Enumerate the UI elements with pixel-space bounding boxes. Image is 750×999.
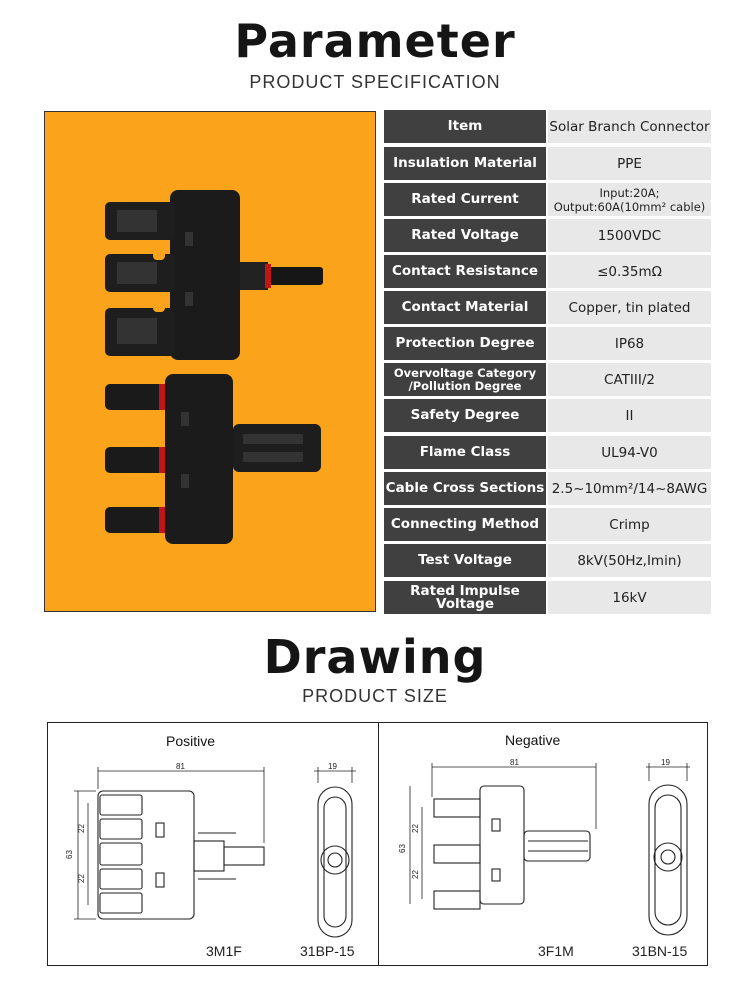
positive-end-dim: 19 [328,762,337,771]
negative-model-left: 3F1M [538,943,574,959]
spec-key: Item [384,110,546,143]
drawing-panel: Positive Negative [47,722,708,966]
spec-row-current: Rated Current Input:20A; Output:60A(10mm… [384,183,711,216]
spec-key: Rated Voltage [384,219,546,252]
spec-row-resistance: Contact Resistance ≤0.35mΩ [384,255,711,288]
spec-row-flame: Flame Class UL94-V0 [384,436,711,469]
connector-illustration [105,190,323,544]
positive-height-dim: 63 [65,850,74,859]
positive-side-drawing [97,790,265,920]
negative-label: Negative [505,732,561,748]
parameter-subtitle: PRODUCT SPECIFICATION [249,72,501,92]
spec-key: Contact Material [384,291,546,324]
drawing-title: Drawing [263,630,487,684]
negative-height-dim: 63 [398,844,407,853]
negative-width-dim: 81 [510,758,519,767]
spec-value: CATIII/2 [548,363,711,396]
positive-pitch-dim-upper: 22 [77,824,86,833]
spec-value: IP68 [548,327,711,360]
spec-key-line: Overvoltage Category [393,365,537,380]
spec-value: 1500VDC [548,219,711,252]
spec-value: Copper, tin plated [548,291,711,324]
spec-row-impulse: Rated Impulse Voltage 16kV [384,581,711,614]
spec-value-line: Input:20A; [599,185,660,200]
spec-value: UL94-V0 [548,436,711,469]
spec-row-cable: Cable Cross Sections 2.5~10mm²/14~8AWG [384,472,711,505]
spec-value: II [548,399,711,432]
positive-label: Positive [166,733,216,749]
negative-pitch-dim-lower: 22 [411,870,420,879]
negative-end-drawing [646,763,690,936]
spec-row-safety: Safety Degree II [384,399,711,432]
spec-row-voltage: Rated Voltage 1500VDC [384,219,711,252]
positive-width-dim: 81 [176,762,185,771]
negative-pitch-dim-upper: 22 [411,824,420,833]
spec-value-line: Output:60A(10mm² cable) [553,199,706,214]
parameter-title: Parameter [234,14,516,68]
spec-key: Overvoltage Category /Pollution Degree [384,363,546,396]
spec-value: ≤0.35mΩ [548,255,711,288]
dimension-drawings: 81 63 22 22 19 81 63 22 22 19 [65,758,690,938]
spec-row-item: Item Solar Branch Connector [384,110,711,143]
negative-model-right: 31BN-15 [632,943,688,959]
spec-value: Solar Branch Connector [548,110,711,143]
negative-dimensions [409,763,597,904]
spec-value: Input:20A; Output:60A(10mm² cable) [548,183,711,216]
spec-row-method: Connecting Method Crimp [384,508,711,541]
lower-connector-image [105,374,321,544]
spec-key: Connecting Method [384,508,546,541]
spec-key: Rated Current [384,183,546,216]
spec-row-protection: Protection Degree IP68 [384,327,711,360]
spec-value: 16kV [548,581,711,614]
upper-connector-image [105,190,323,360]
positive-model-right: 31BP-15 [300,943,355,959]
negative-end-dim: 19 [661,758,670,767]
spec-key: Contact Resistance [384,255,546,288]
spec-value: PPE [548,147,711,180]
spec-key: Insulation Material [384,147,546,180]
spec-key: Rated Impulse Voltage [384,581,546,614]
spec-row-insulation: Insulation Material PPE [384,147,711,180]
positive-dimensions [74,767,265,920]
spec-key: Safety Degree [384,399,546,432]
spec-value: Crimp [548,508,711,541]
spec-value: 2.5~10mm²/14~8AWG [548,472,711,505]
positive-end-drawing [314,767,356,938]
spec-row-test-voltage: Test Voltage 8kV(50Hz,Imin) [384,544,711,577]
product-photo [44,111,376,612]
panel-divider [378,723,379,965]
spec-key: Test Voltage [384,544,546,577]
positive-model-left: 3M1F [206,943,242,959]
positive-pitch-dim-lower: 22 [77,874,86,883]
spec-key-line: /Pollution Degree [408,378,522,393]
spec-key: Protection Degree [384,327,546,360]
spec-row-overvoltage: Overvoltage Category /Pollution Degree C… [384,363,711,396]
spec-value: 8kV(50Hz,Imin) [548,544,711,577]
negative-side-drawing [433,785,591,910]
spec-row-material: Contact Material Copper, tin plated [384,291,711,324]
drawing-subtitle: PRODUCT SIZE [302,686,448,706]
spec-key: Cable Cross Sections [384,472,546,505]
spec-key: Flame Class [384,436,546,469]
